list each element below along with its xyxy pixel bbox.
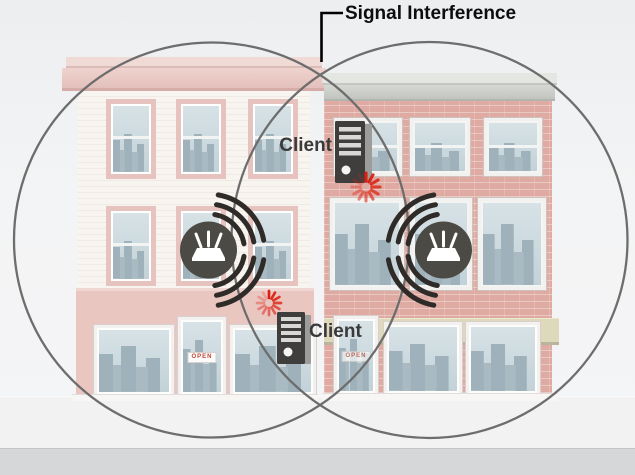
wifi-waves-icon: [385, 192, 440, 308]
right-building-cornice: [324, 85, 555, 101]
window-glass: [389, 327, 457, 391]
window-glass: [471, 327, 535, 391]
callout-pointer-line: [320, 11, 343, 62]
open-sign: OPEN: [187, 352, 217, 363]
open-sign-text: OPEN: [191, 354, 213, 360]
client-top-label: Client: [279, 135, 332, 156]
window-glass: [489, 123, 537, 171]
interference-spinner-icon: [255, 289, 283, 317]
left-building-base: [72, 394, 318, 401]
right-building-storefront: OPEN: [324, 316, 552, 396]
window: [106, 99, 156, 179]
left-building-cornice: [62, 68, 326, 91]
open-sign-text: OPEN: [345, 353, 367, 359]
window-glass: [113, 106, 149, 172]
window-glass: [183, 106, 219, 172]
street: [0, 448, 635, 475]
window-glass: [113, 213, 149, 279]
window: [478, 198, 546, 290]
storefront-window: [384, 322, 462, 396]
client-tower-icon: [277, 312, 311, 364]
wifi-waves-icon: [212, 192, 267, 308]
window: [248, 99, 298, 179]
window-glass: [415, 123, 465, 171]
right-building-roof: [322, 73, 557, 85]
window-glass: [99, 330, 169, 392]
interference-spinner-icon: [350, 171, 382, 203]
window: [410, 118, 470, 176]
window: [176, 99, 226, 179]
window: [106, 206, 156, 286]
storefront-window: [94, 325, 174, 397]
signal-interference-label: Signal Interference: [345, 3, 517, 24]
window-glass: [483, 203, 541, 285]
window: [484, 118, 542, 176]
right-building-base: [322, 393, 557, 401]
storefront-door: OPEN: [178, 317, 226, 397]
client-bottom-label: Client: [309, 321, 362, 342]
client-tower-icon: [335, 121, 372, 183]
router-icon: [415, 221, 472, 279]
window: [330, 198, 404, 290]
window-glass: [335, 203, 399, 285]
left-building-roof: [66, 57, 322, 68]
router-icon: [180, 221, 237, 279]
